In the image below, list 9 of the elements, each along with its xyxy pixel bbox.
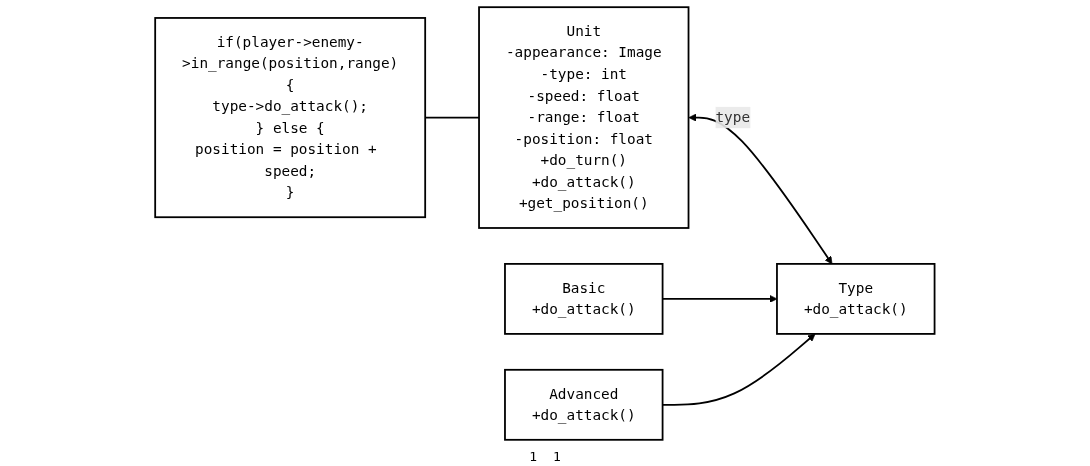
node-box: if(player->enemy->in_range(position,range){ type->do_attack(); } else { position = position + speed; }: [154, 17, 427, 219]
node-box: Unit -appearance: Image -type: int -speed: float -range: float -position: float +do_turn() +do_attack() +get_position(): [478, 6, 690, 229]
node-box: Advanced +do_attack(): [504, 368, 664, 441]
node-box: Type +do_attack(): [776, 263, 936, 335]
multiplicity-label: 1: [529, 449, 537, 464]
edge-label: type: [715, 108, 751, 126]
node-box: Basic +do_attack(): [504, 263, 664, 335]
multiplicity-label: 1: [553, 449, 561, 464]
arrow: [688, 113, 833, 265]
